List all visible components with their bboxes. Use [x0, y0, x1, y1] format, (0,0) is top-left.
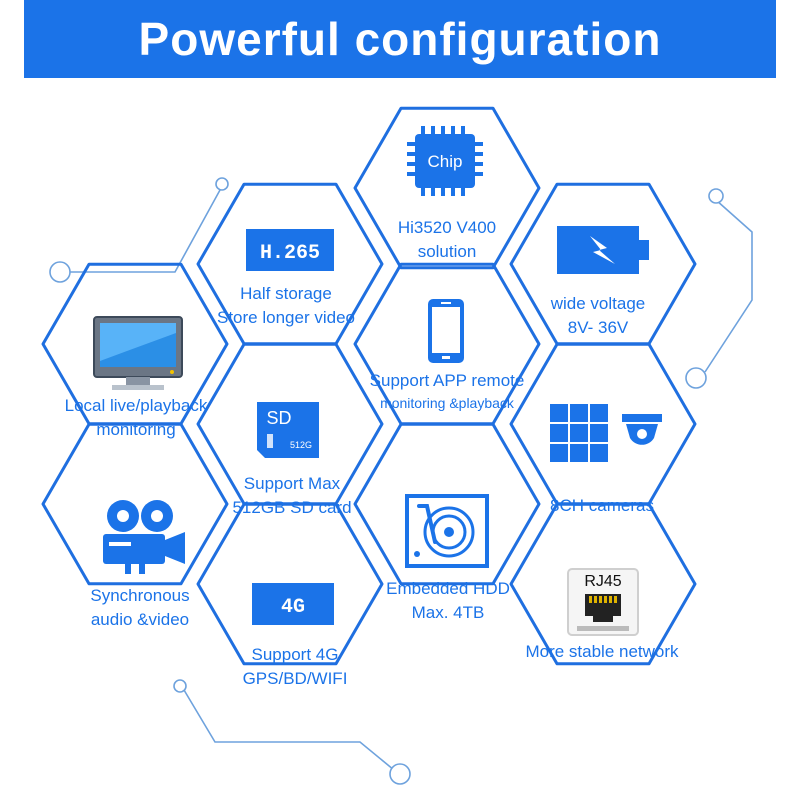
sd-card-icon: SD 512G [257, 402, 319, 458]
hexagon-cell-outline [353, 422, 541, 586]
svg-text:Chip: Chip [428, 152, 463, 171]
smartphone-icon [428, 299, 464, 363]
rj45-port-icon: RJ45 [567, 568, 639, 636]
svg-text:512G: 512G [290, 440, 312, 450]
deco-line-bottom [183, 689, 395, 771]
h265-badge-icon: H.265 [246, 229, 334, 271]
dome-camera-icon [622, 414, 662, 445]
camera-grid-icon [550, 404, 662, 462]
feature-caption: More stable network [525, 642, 679, 661]
deco-circle [49, 261, 71, 283]
hexagon-cell-outline [509, 502, 697, 666]
chip-icon: Chip [407, 126, 483, 196]
deco-line-right [704, 199, 753, 373]
monitor-icon [93, 316, 183, 390]
hard-disk-icon [405, 494, 489, 568]
svg-text:H.265: H.265 [260, 242, 320, 265]
deco-circle [685, 367, 707, 389]
svg-text:SD: SD [266, 408, 291, 428]
svg-text:RJ45: RJ45 [584, 573, 621, 590]
battery-charging-icon [557, 226, 649, 274]
svg-text:4G: 4G [281, 596, 305, 619]
film-camera-icon [103, 500, 185, 574]
deco-line-top-left [70, 189, 221, 273]
hexagon-cell-outline [41, 422, 229, 586]
4g-badge-icon: 4G [252, 583, 334, 625]
feature-caption: 8CH cameras [550, 496, 654, 515]
hexagon-cell-outline [353, 106, 541, 270]
hexagon-cell-outline [196, 502, 384, 666]
title-banner: Powerful configuration [24, 0, 776, 78]
deco-circle [389, 763, 411, 785]
deco-circle [708, 188, 724, 204]
page-title: Powerful configuration [138, 13, 662, 65]
deco-circle [173, 679, 187, 693]
deco-circle [215, 177, 229, 191]
